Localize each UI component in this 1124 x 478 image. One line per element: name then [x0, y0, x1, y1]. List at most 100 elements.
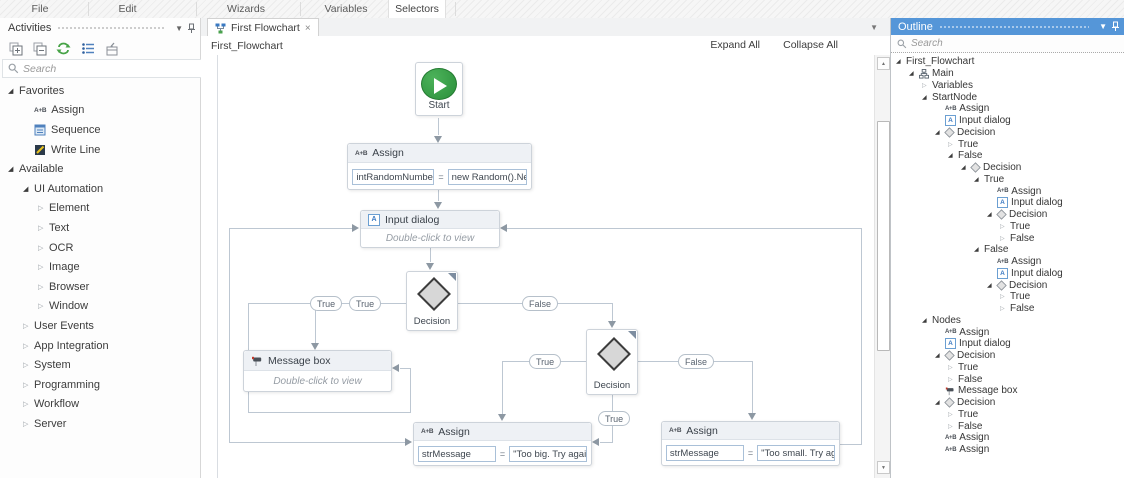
- tree-item-text[interactable]: ▷Text: [38, 221, 70, 234]
- view-options-icon[interactable]: [80, 41, 95, 56]
- outline-row[interactable]: ◢Decision: [935, 350, 996, 362]
- outline-row[interactable]: Input dialog: [891, 115, 1124, 127]
- outline-row[interactable]: Assign: [891, 326, 1124, 338]
- package-icon[interactable]: [104, 41, 119, 56]
- outline-row[interactable]: Assign: [891, 185, 1124, 197]
- collapse-arrow-icon[interactable]: ▷: [1000, 306, 1005, 313]
- collapse-arrow-icon[interactable]: ▷: [948, 364, 953, 371]
- assign-node-too-small[interactable]: Assign strMessage = "Too small. Try aga: [661, 421, 840, 466]
- tree-item-element[interactable]: ▷Element: [38, 202, 90, 215]
- activities-search-input[interactable]: Search: [2, 59, 202, 78]
- collapse-arrow-icon[interactable]: ▷: [38, 205, 44, 213]
- outline-row[interactable]: ◢Decision: [961, 162, 1022, 174]
- menu-variables[interactable]: Variables: [324, 3, 368, 15]
- collapse-arrow-icon[interactable]: ▷: [948, 376, 953, 383]
- collapse-arrow-icon[interactable]: ▷: [23, 322, 29, 330]
- collapse-arrow-icon[interactable]: ▷: [1000, 294, 1005, 301]
- outline-row[interactable]: ◢Main: [909, 68, 954, 80]
- outline-row[interactable]: ▷False: [1000, 232, 1035, 244]
- tree-item-assign[interactable]: Assign: [0, 101, 199, 121]
- outline-row[interactable]: ▷True: [1000, 291, 1031, 303]
- panel-menu-chevron-icon[interactable]: ▼: [175, 23, 183, 33]
- expand-arrow-icon[interactable]: ◢: [987, 212, 992, 219]
- collapse-arrow-icon[interactable]: ▷: [23, 420, 29, 428]
- expand-arrow-icon[interactable]: ◢: [961, 165, 966, 172]
- expand-arrow-icon[interactable]: ◢: [23, 185, 29, 193]
- expand-arrow-icon[interactable]: ◢: [922, 317, 927, 324]
- outline-row[interactable]: ◢False: [974, 244, 1009, 256]
- collapse-arrow-icon[interactable]: ▷: [23, 401, 29, 409]
- expand-arrow-icon[interactable]: ◢: [987, 282, 992, 289]
- assign-node-random[interactable]: Assign intRandomNumber = new Random().Ne…: [347, 143, 532, 190]
- panel-menu-chevron-icon[interactable]: ▼: [1099, 22, 1107, 31]
- tree-item-user-events[interactable]: ▷User Events: [23, 319, 94, 332]
- outline-row[interactable]: ▷True: [948, 408, 979, 420]
- collapse-arrow-icon[interactable]: ▷: [922, 82, 927, 89]
- tree-item-favorites[interactable]: ◢Favorites: [8, 84, 65, 97]
- assign-value-field[interactable]: "Too small. Try aga: [757, 445, 836, 461]
- tree-item-app-integration[interactable]: ▷App Integration: [23, 339, 109, 352]
- scroll-up-icon[interactable]: ▲: [877, 57, 890, 70]
- outline-row[interactable]: Input dialog: [891, 197, 1124, 209]
- pin-icon[interactable]: [1111, 21, 1120, 32]
- outline-row[interactable]: ◢Decision: [935, 126, 996, 138]
- expand-arrow-icon[interactable]: ◢: [8, 87, 14, 95]
- menu-wizards[interactable]: Wizards: [227, 3, 265, 15]
- collapse-arrow-icon[interactable]: ▷: [38, 303, 44, 311]
- collapse-arrow-icon[interactable]: ▷: [38, 283, 44, 291]
- outline-row[interactable]: Assign: [891, 103, 1124, 115]
- expand-arrow-icon[interactable]: ◢: [935, 129, 940, 136]
- outline-row[interactable]: ◢First_Flowchart: [896, 56, 975, 68]
- tree-item-browser[interactable]: ▷Browser: [38, 280, 90, 293]
- collapse-arrow-icon[interactable]: ▷: [38, 224, 44, 232]
- outline-row[interactable]: ▷True: [948, 138, 979, 150]
- outline-row[interactable]: ▷Variables: [922, 79, 973, 91]
- expand-arrow-icon[interactable]: ◢: [922, 94, 927, 101]
- tab-list-chevron-icon[interactable]: ▼: [870, 23, 878, 32]
- collapse-arrow-icon[interactable]: ▷: [948, 423, 953, 430]
- collapse-arrow-icon[interactable]: ▷: [38, 264, 44, 272]
- collapse-arrow-icon[interactable]: ▷: [1000, 223, 1005, 230]
- outline-row[interactable]: ▷True: [1000, 220, 1031, 232]
- tree-item-write-line[interactable]: Write Line: [0, 140, 199, 160]
- outline-search-input[interactable]: Search: [891, 35, 1124, 53]
- assign-node-too-big[interactable]: Assign strMessage = "Too big. Try again: [413, 422, 592, 466]
- expand-arrow-icon[interactable]: ◢: [896, 59, 901, 66]
- assign-to-field[interactable]: intRandomNumber: [352, 168, 435, 185]
- expand-arrow-icon[interactable]: ◢: [909, 71, 914, 78]
- expand-arrow-icon[interactable]: ◢: [948, 153, 953, 160]
- assign-value-field[interactable]: new Random().Nex: [447, 168, 527, 185]
- outline-row[interactable]: ▷False: [948, 420, 983, 432]
- assign-to-field[interactable]: strMessage: [417, 445, 496, 462]
- outline-row[interactable]: Assign: [891, 432, 1124, 444]
- collapse-arrow-icon[interactable]: ▷: [38, 244, 44, 252]
- tree-item-server[interactable]: ▷Server: [23, 417, 67, 430]
- tree-item-ui-automation[interactable]: ◢UI Automation: [23, 182, 104, 195]
- tree-item-system[interactable]: ▷System: [23, 359, 71, 372]
- menu-selectors[interactable]: Selectors: [388, 0, 446, 18]
- flowchart-canvas[interactable]: True True False True False True Start As…: [201, 55, 874, 478]
- outline-row[interactable]: ▷False: [948, 373, 983, 385]
- collapse-tree-icon[interactable]: [32, 41, 47, 56]
- start-node[interactable]: Start: [415, 62, 463, 116]
- assign-value-field[interactable]: "Too big. Try again: [509, 445, 588, 462]
- tab-first-flowchart[interactable]: First Flowchart ×: [207, 18, 319, 37]
- collapse-arrow-icon[interactable]: ▷: [23, 381, 29, 389]
- outline-row[interactable]: Input dialog: [891, 338, 1124, 350]
- assign-to-field[interactable]: strMessage: [665, 445, 744, 461]
- scrollbar-thumb[interactable]: [877, 121, 890, 351]
- outline-row[interactable]: Assign: [891, 444, 1124, 456]
- scroll-down-icon[interactable]: ▼: [877, 461, 890, 474]
- pin-icon[interactable]: [187, 23, 196, 34]
- tree-item-image[interactable]: ▷Image: [38, 261, 80, 274]
- decision-node-1[interactable]: Decision: [406, 271, 458, 331]
- outline-row[interactable]: Assign: [891, 256, 1124, 268]
- tree-item-ocr[interactable]: ▷OCR: [38, 241, 74, 254]
- menu-file[interactable]: File: [31, 3, 49, 15]
- expand-arrow-icon[interactable]: ◢: [935, 353, 940, 360]
- expand-arrow-icon[interactable]: ◢: [8, 166, 14, 174]
- outline-row[interactable]: Message box: [891, 385, 1124, 397]
- tree-item-window[interactable]: ▷Window: [38, 300, 89, 313]
- tree-item-workflow[interactable]: ▷Workflow: [23, 398, 80, 411]
